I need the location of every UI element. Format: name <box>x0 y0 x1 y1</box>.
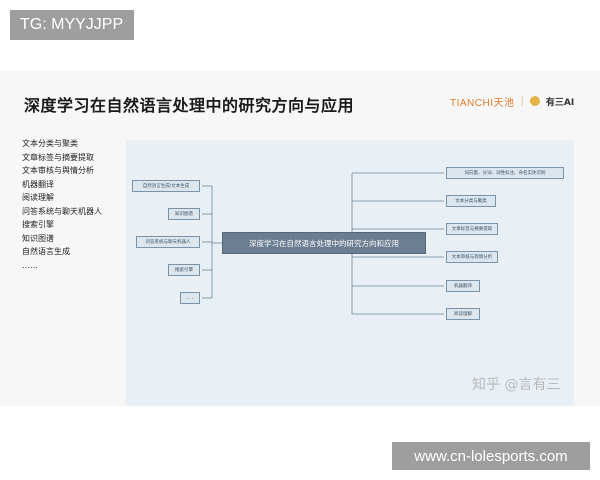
brand-logos: TIANCHI天池 | 有三AI <box>450 94 575 109</box>
mindmap-left-node: …… <box>180 292 200 304</box>
mindmap-central-topic: 深度学习在自然语言处理中的研究方向和应用 <box>222 232 426 254</box>
topic-item: 文章标签与摘要提取 <box>22 152 94 162</box>
mindmap-left-node: 知识图谱 <box>168 208 200 220</box>
mindmap-right-node: 机器翻译 <box>446 280 480 292</box>
topic-item: 阅读理解 <box>22 193 54 202</box>
mindmap-right-node: 文章标签与摘要提取 <box>446 223 498 235</box>
mindmap-right-node: 文本审核与舆情分析 <box>446 251 498 263</box>
slide-image: 深度学习在自然语言处理中的研究方向与应用 TIANCHI天池 | 有三AI 文本… <box>0 70 600 406</box>
topic-item: …… <box>22 260 38 270</box>
youyan-logo-text: 有三AI <box>545 97 575 108</box>
site-url-label: www.cn-lolesports.com <box>414 447 568 465</box>
topic-item: 文本分类与聚类 <box>22 139 78 148</box>
mindmap-right-node: 文本分类与聚类 <box>446 195 496 207</box>
tg-id-badge: TG: MYYJJPP <box>10 10 134 40</box>
mindmap-right-node: 阅读理解 <box>446 308 480 320</box>
mindmap-panel <box>126 140 574 406</box>
youyan-logo-icon <box>529 96 540 106</box>
mindmap-right-node: 词向量、分词、词性标注、命名实体识别 <box>446 167 564 179</box>
topic-item: 搜索引擎 <box>22 220 54 229</box>
mindmap-left-node: 自然语言生成/文本生成 <box>132 180 200 192</box>
topic-item: 文本审核与舆情分析 <box>22 166 94 175</box>
mindmap-left-node: 搜索引擎 <box>168 264 200 276</box>
topic-item: 知识图谱 <box>22 233 54 243</box>
mindmap-left-node: 问答系统与聊天机器人 <box>136 236 200 248</box>
topic-item: 自然语言生成 <box>22 247 70 256</box>
left-trunk-line <box>211 186 222 298</box>
tianchi-logo: TIANCHI天池 <box>450 97 515 109</box>
zhihu-watermark: 知乎 @言有三 <box>472 377 561 393</box>
site-url-banner[interactable]: www.cn-lolesports.com <box>392 442 590 470</box>
slide-title: 深度学习在自然语言处理中的研究方向与应用 <box>24 96 355 115</box>
topic-item: 机器翻译 <box>22 179 54 189</box>
brand-divider: | <box>520 95 524 107</box>
topic-item: 问答系统与聊天机器人 <box>22 206 102 216</box>
tg-id-label: TG: MYYJJPP <box>20 16 124 33</box>
topic-list: 文本分类与聚类 文章标签与摘要提取 文本审核与舆情分析 机器翻译 阅读理解 问答… <box>22 137 102 272</box>
